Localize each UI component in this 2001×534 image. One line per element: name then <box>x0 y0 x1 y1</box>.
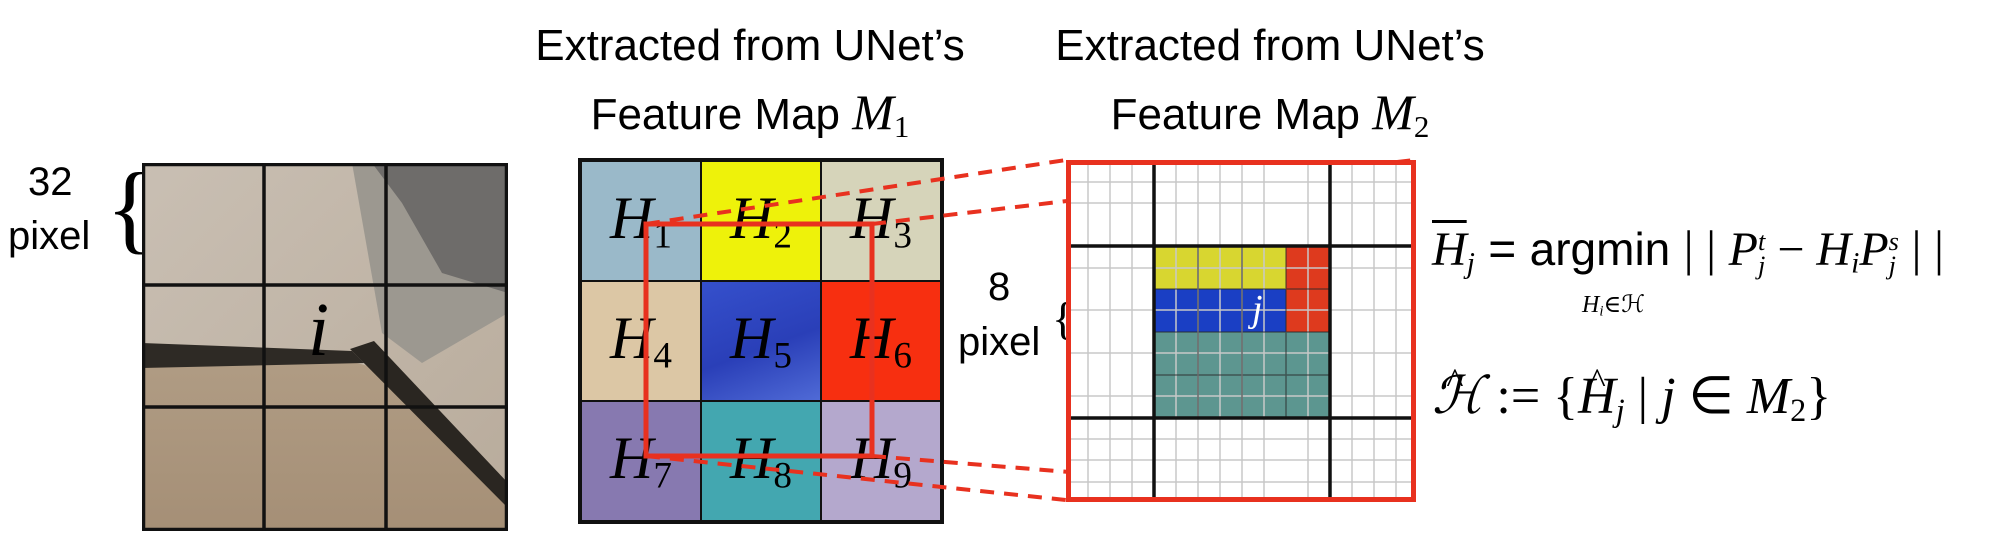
pixel-label-i: i <box>308 288 330 372</box>
feature-cell-h6: H6 <box>821 281 941 401</box>
feature-cell-h4: H4 <box>581 281 701 401</box>
feature-cell-h1: H1 <box>581 161 701 281</box>
fine-feature-grid <box>1066 160 1416 502</box>
feature-cell-h8: H8 <box>701 401 821 521</box>
fine-size-number: 8 <box>988 265 1011 309</box>
feature-map-2-title-line1: Extracted from UNet’s <box>1055 21 1485 70</box>
input-grid <box>142 163 508 531</box>
feature-cell-h5: H5 <box>701 281 821 401</box>
fine-size-unit: pixel <box>958 320 1041 364</box>
argmin-subscript: Hi∈ℋ <box>1582 292 1645 320</box>
feature-cell-h3: H3 <box>821 161 941 281</box>
eq1-lhs: Hj <box>1432 223 1475 280</box>
equation-set-definition: ℋ := {Hj | j ∈ M2} <box>1432 349 1831 442</box>
patch-size-number: 32 <box>28 160 73 204</box>
feature-map-1-title-line1: Extracted from UNet’s <box>535 21 965 70</box>
pixel-label-j: j <box>1252 288 1263 330</box>
feature-cell-h7: H7 <box>581 401 701 521</box>
feature-map-2-title-line2: Feature Map M2 <box>1110 84 1430 144</box>
feature-map-1-title-line2: Feature Map M1 <box>590 84 910 144</box>
feature-map-1-grid: H1 H2 H3 H4 H5 H6 H7 H8 H9 <box>578 158 944 524</box>
feature-cell-h9: H9 <box>821 401 941 521</box>
feature-cell-h2: H2 <box>701 161 821 281</box>
patch-size-unit: pixel <box>8 214 91 258</box>
input-image <box>142 163 508 531</box>
